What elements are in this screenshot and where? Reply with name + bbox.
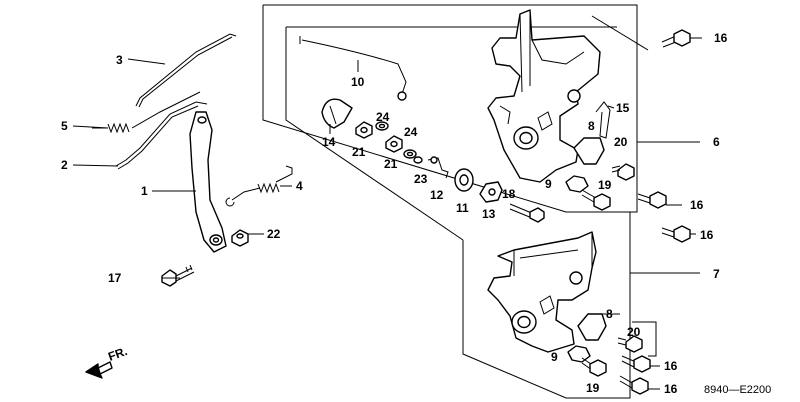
part-14-clip [321,98,353,129]
callout-13: 13 [482,207,496,221]
callout-6: 6 [713,135,720,149]
callout-labels: 3 5 2 1 4 22 17 10 14 21 24 24 21 23 12 … [61,31,771,396]
callout-8-b: 8 [606,307,613,321]
part-24-washer-a [375,121,389,131]
callout-5: 5 [61,119,68,133]
part-19-bolt-upper [581,189,611,211]
callout-16-d: 16 [664,359,678,373]
part-11-bushing [454,168,474,192]
part-16-bolt-a [661,29,691,48]
callout-16-b: 16 [690,198,704,212]
part-22-nut [231,229,249,247]
part-21-nut-a [355,121,373,139]
front-arrow: FR. [85,344,129,379]
part-7-control-base-lower [487,231,597,353]
callout-3: 3 [116,53,123,67]
callout-1: 1 [141,184,148,198]
part-16-bolt-e [619,375,649,395]
assembly-frame-upper [262,4,638,213]
part-1-lever [189,111,227,253]
part-3-rod [135,33,237,108]
callout-21-b: 21 [384,157,398,171]
assembly-frame-inner-left [285,27,464,241]
diagram-code: 8940—E2200 [704,384,771,396]
part-12-clip [427,156,449,179]
callout-20-a: 20 [614,135,628,149]
callout-24-b: 24 [404,125,418,139]
part-16-bolt-d [621,355,651,373]
callout-12: 12 [430,188,444,202]
callout-16-a: 16 [714,31,728,45]
leader-lines [72,15,702,390]
front-arrow-label: FR. [106,344,129,364]
callout-15: 15 [616,101,630,115]
callout-16-e: 16 [664,382,678,396]
part-13-cam [479,181,503,203]
callout-17: 17 [108,271,122,285]
part-17-bolt [161,264,195,287]
part-9-spring-lower [567,345,591,363]
callout-23: 23 [414,172,428,186]
callout-16-c: 16 [700,228,714,242]
callout-14: 14 [322,135,336,149]
part-24-washer-b [403,149,417,159]
part-8-plate-lower [577,313,607,341]
part-23-washer [413,156,423,164]
callout-8-a: 8 [588,119,595,133]
callout-20-b: 20 [627,325,641,339]
part-20-bolt-upper [611,163,635,181]
callout-24-a: 24 [376,110,390,124]
callout-7: 7 [713,267,720,281]
part-18-bolt [509,203,545,223]
part-2-rod [115,101,208,170]
assembly-frame-lower [462,212,631,399]
callout-4: 4 [296,179,303,193]
part-21-nut-b [385,135,403,153]
callout-10: 10 [351,75,365,89]
part-16-bolt-c [661,225,691,243]
part-19-bolt-lower [581,357,607,377]
callout-22: 22 [267,227,281,241]
callout-21-a: 21 [352,145,366,159]
callout-18: 18 [502,187,516,201]
callout-2: 2 [61,158,68,172]
callout-19-a: 19 [598,178,612,192]
part-4-spring [225,165,293,207]
part-16-bolt-b [637,191,667,209]
callout-11: 11 [456,201,469,215]
part-20-bolt-lower [617,335,643,353]
callout-9-a: 9 [545,177,552,191]
callout-9-b: 9 [551,350,558,364]
callout-19-b: 19 [586,381,600,395]
part-8-plate-upper [573,137,605,165]
part-10-cable [299,36,407,101]
part-9-spring-upper [565,175,589,193]
part-15-link [595,101,611,139]
